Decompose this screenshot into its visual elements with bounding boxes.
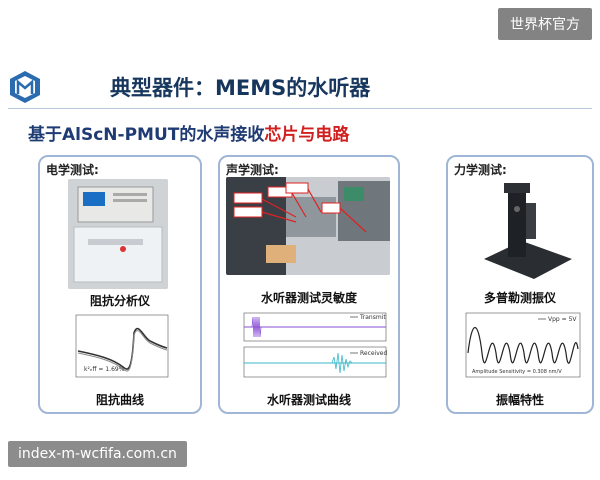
watermark-top-right: 世界杯官方 — [498, 8, 592, 40]
panel-title: 力学测试: — [454, 163, 507, 177]
photo-caption: 水听器测试灵敏度 — [260, 291, 357, 305]
title-divider — [8, 108, 592, 109]
legend-transmit: Transmit — [359, 314, 386, 321]
watermark-bottom-left: index-m-wcfifa.com.cn — [8, 441, 187, 467]
legend-received: Received — [360, 350, 387, 357]
page-subtitle: 基于AlScN-PMUT的水声接收芯片与电路 — [28, 120, 349, 145]
acoustic-test-panel: 声学测试: 水听器测试灵敏度 Transmit Received 水听器测试曲线 — [218, 155, 400, 414]
panel-title: 声学测试: — [226, 163, 279, 177]
amplitude-curve-plot: Vpp = 5V Amplitude Sensitivity = 0.308 n… — [456, 309, 584, 389]
subtitle-highlight: 芯片与电路 — [264, 125, 350, 145]
logo-icon — [10, 71, 40, 103]
photo-caption: 多普勒测振仪 — [483, 291, 556, 305]
hydrophone-test-photo — [226, 177, 390, 275]
plot-caption: 水听器测试曲线 — [266, 393, 351, 407]
electrical-test-panel: 电学测试: 阻抗分析仪 k²ₑff = 1.69% 阻抗曲线 — [38, 155, 202, 414]
legend-vpp: Vpp = 5V — [548, 316, 577, 323]
doppler-vibrometer-photo — [464, 179, 576, 287]
impedance-curve-plot: k²ₑff = 1.69% — [68, 311, 172, 387]
page-title: 典型器件：MEMS的水听器 — [110, 76, 371, 100]
subtitle-main: 基于AlScN-PMUT的水声接收 — [28, 125, 265, 145]
plot-annotation: k²ₑff = 1.69% — [84, 366, 125, 373]
impedance-analyzer-photo — [68, 179, 168, 289]
panel-title: 电学测试: — [46, 163, 99, 177]
plot-caption: 阻抗曲线 — [95, 393, 144, 407]
plot-annotation: Amplitude Sensitivity = 0.308 nm/V — [472, 369, 562, 375]
photo-caption: 阻抗分析仪 — [89, 294, 150, 308]
hydrophone-curve-plot: Transmit Received — [232, 309, 390, 389]
mechanical-test-panel: 力学测试: 多普勒测振仪 Vpp = 5V Amplitude Sensitiv… — [446, 155, 594, 414]
plot-caption: 振幅特性 — [495, 393, 544, 407]
